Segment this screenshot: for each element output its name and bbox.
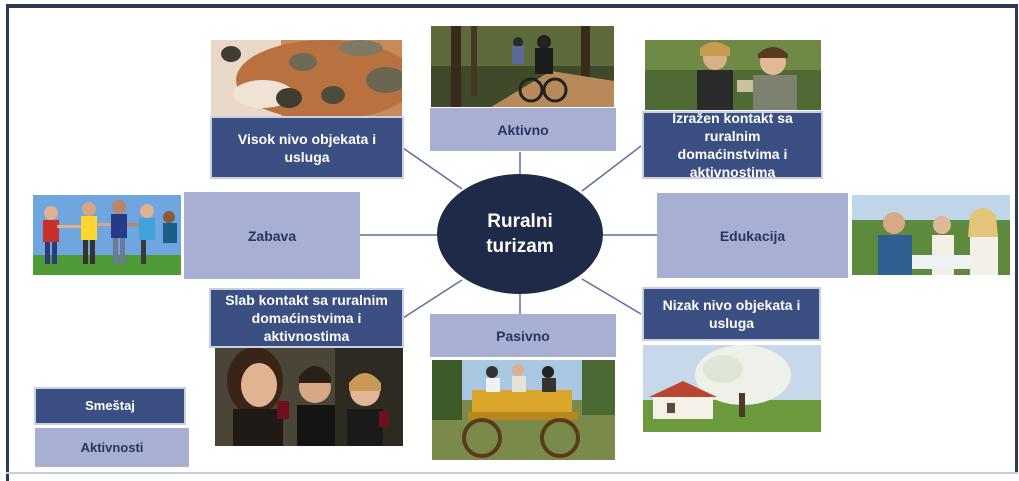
outdoor-learning-photo [852, 195, 1010, 275]
legend-aktivnosti: Aktivnosti [35, 428, 189, 467]
mountain-biking-photo [431, 26, 614, 107]
rural-house-photo [643, 345, 821, 432]
node-zabava: Zabava [184, 192, 360, 279]
legend-smestaj-label: Smeštaj [85, 398, 135, 413]
node-pasivno-label: Pasivno [496, 327, 550, 344]
legend-smestaj: Smeštaj [34, 387, 186, 425]
node-zabava-label: Zabava [247, 227, 297, 244]
node-edukacija-label: Edukacija [719, 227, 786, 244]
node-izrazen-line-3: domaćinstvima i [677, 146, 788, 162]
wine-tasting-photo [215, 347, 403, 446]
node-edukacija: Edukacija [657, 193, 848, 278]
node-visok-line-1: Visok nivo objekata i [237, 130, 377, 147]
node-visok-nivo: Visok nivo objekata i usluga [210, 116, 404, 179]
connector-slab [402, 279, 463, 319]
children-nature-photo [645, 40, 821, 110]
node-slab-line-1: Slab kontakt sa ruralnim [225, 292, 388, 308]
node-izrazen-line-2: ruralnim [704, 128, 761, 144]
node-nizak-line-1: Nizak nivo objekata i [662, 297, 801, 313]
connector-izrazen [581, 145, 642, 192]
legend-aktivnosti-label: Aktivnosti [80, 439, 144, 455]
frame-left-border [6, 4, 9, 481]
node-slab-line-2: domaćinstvima i [251, 310, 362, 326]
connector-visok [402, 147, 463, 190]
hub-line-2: turizam [486, 236, 554, 257]
children-playing-photo [33, 195, 181, 275]
node-aktivno: Aktivno [430, 108, 616, 151]
frame-right-border [1015, 4, 1018, 474]
node-visok-line-2: usluga [284, 148, 330, 165]
node-slab-line-3: aktivnostima [263, 328, 350, 344]
node-izrazen-line-4: aktivnostima [689, 164, 776, 179]
node-izrazen-kontakt: Izražen kontakt sa ruralnim domaćinstvim… [642, 111, 823, 179]
node-nizak-line-2: usluga [708, 315, 755, 331]
node-nizak-nivo: Nizak nivo objekata i usluga [642, 287, 821, 341]
spa-stones-photo [211, 40, 402, 116]
node-pasivno: Pasivno [430, 314, 616, 357]
hub-line-1: Ruralni [487, 211, 553, 232]
connector-nizak [581, 278, 642, 315]
frame-top-border [6, 4, 1018, 8]
frame-bottom-border [6, 472, 1018, 474]
node-aktivno-label: Aktivno [497, 121, 549, 138]
node-slab-kontakt: Slab kontakt sa ruralnim domaćinstvima i… [209, 288, 404, 348]
central-hub: Ruralni turizam [437, 174, 603, 294]
node-izrazen-line-1: Izražen kontakt sa [672, 111, 793, 126]
horse-carriage-photo [432, 360, 615, 460]
